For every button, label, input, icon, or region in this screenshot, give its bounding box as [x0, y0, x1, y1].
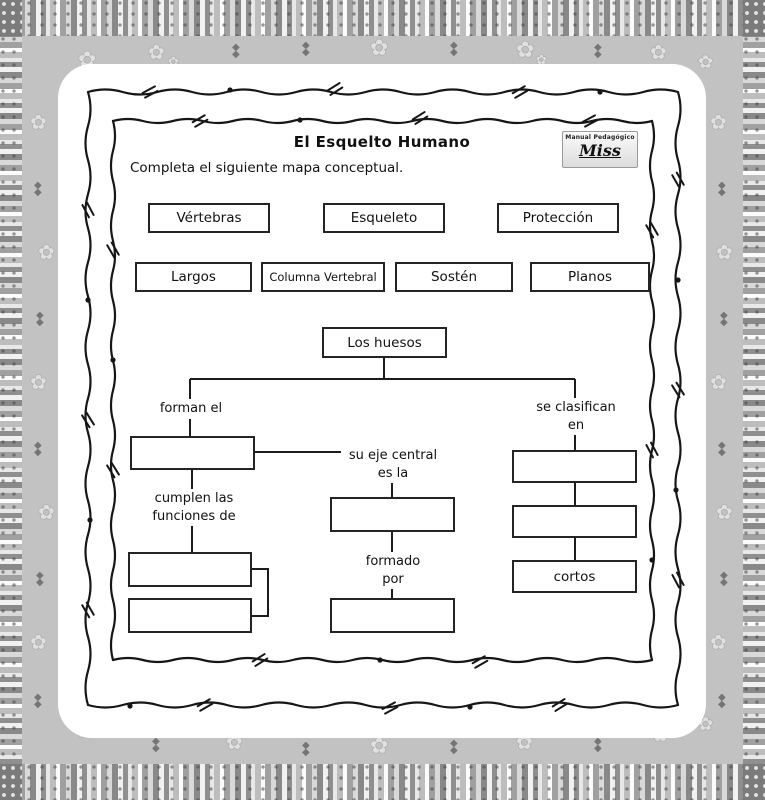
border-corner: [0, 0, 22, 36]
word-bank-item: Vértebras: [148, 203, 270, 233]
border-stripe-top: [0, 0, 765, 36]
label-forman-el: forman el: [152, 399, 230, 419]
answer-box-eje-central: [330, 497, 455, 532]
flower-icon: ✿: [148, 40, 165, 64]
diamond-icon: ◆ ◆: [594, 42, 602, 61]
diamond-icon: ◆ ◆: [152, 736, 160, 755]
flower-icon: ✿: [38, 240, 55, 264]
flower-icon: ✿: [30, 110, 47, 134]
answer-box-clase-2: [512, 505, 637, 538]
publisher-logo: Manual Pedagógico Miss: [562, 131, 638, 168]
border-stripe-left: [0, 36, 22, 764]
diamond-icon: ◆ ◆: [302, 740, 310, 759]
label-funciones: cumplen las funciones de: [146, 489, 242, 527]
diamond-icon: ◆ ◆: [36, 310, 44, 329]
border-corner: [743, 764, 765, 800]
flower-icon: ✿: [710, 370, 727, 394]
diamond-icon: ◆ ◆: [720, 570, 728, 589]
root-box: Los huesos: [322, 327, 447, 358]
worksheet-title: El Esquelto Humano: [293, 133, 471, 151]
diamond-icon: ◆ ◆: [718, 692, 726, 711]
flower-icon: ✿: [698, 52, 714, 73]
flower-icon: ✿: [516, 38, 535, 63]
answer-box-forman-el: [130, 436, 255, 470]
diamond-icon: ◆ ◆: [34, 440, 42, 459]
flower-icon: ✿: [370, 36, 389, 61]
flower-icon: ✿: [650, 40, 667, 64]
logo-tagline: Manual Pedagógico: [565, 134, 635, 141]
answer-box-funcion-1: [128, 552, 252, 587]
border-corner: [743, 0, 765, 36]
diamond-icon: ◆ ◆: [594, 736, 602, 755]
word-bank-item: Esqueleto: [323, 203, 445, 233]
answer-box-formado-por: [330, 598, 455, 633]
answer-box-clase-1: [512, 450, 637, 483]
word-bank-item: Largos: [135, 262, 252, 292]
border-stripe-bottom: [0, 764, 765, 800]
diamond-icon: ◆ ◆: [718, 180, 726, 199]
diamond-icon: ◆ ◆: [720, 310, 728, 329]
flower-icon: ✿: [30, 370, 47, 394]
flower-icon: ✿: [370, 734, 389, 759]
answer-box-cortos: cortos: [512, 560, 637, 593]
label-formado-por: formado por: [359, 552, 427, 590]
diamond-icon: ◆ ◆: [302, 40, 310, 59]
word-bank-item: Sostén: [395, 262, 513, 292]
label-se-clasifican: se clasifican en: [528, 398, 624, 436]
diamond-icon: ◆ ◆: [718, 440, 726, 459]
logo-brand: Miss: [579, 141, 621, 160]
word-bank-item: Protección: [497, 203, 619, 233]
label-eje-central: su eje central es la: [341, 446, 445, 484]
border-stripe-right: [743, 36, 765, 764]
diamond-icon: ◆ ◆: [450, 738, 458, 757]
border-corner: [0, 764, 22, 800]
diamond-icon: ◆ ◆: [450, 40, 458, 59]
word-bank-item: Columna Vertebral: [261, 262, 385, 292]
flower-icon: ✿: [536, 53, 547, 68]
answer-box-funcion-2: [128, 598, 252, 633]
diamond-icon: ◆ ◆: [232, 42, 240, 61]
flower-icon: ✿: [30, 630, 47, 654]
flower-icon: ✿: [710, 110, 727, 134]
word-bank-item: Planos: [530, 262, 650, 292]
diamond-icon: ◆ ◆: [36, 570, 44, 589]
diamond-icon: ◆ ◆: [34, 692, 42, 711]
instruction-text: Completa el siguiente mapa conceptual.: [130, 160, 404, 176]
flower-icon: ✿: [716, 240, 733, 264]
flower-icon: ✿: [168, 55, 179, 70]
flower-icon: ✿: [38, 500, 55, 524]
flower-icon: ✿: [710, 630, 727, 654]
flower-icon: ✿: [716, 500, 733, 524]
diamond-icon: ◆ ◆: [34, 180, 42, 199]
